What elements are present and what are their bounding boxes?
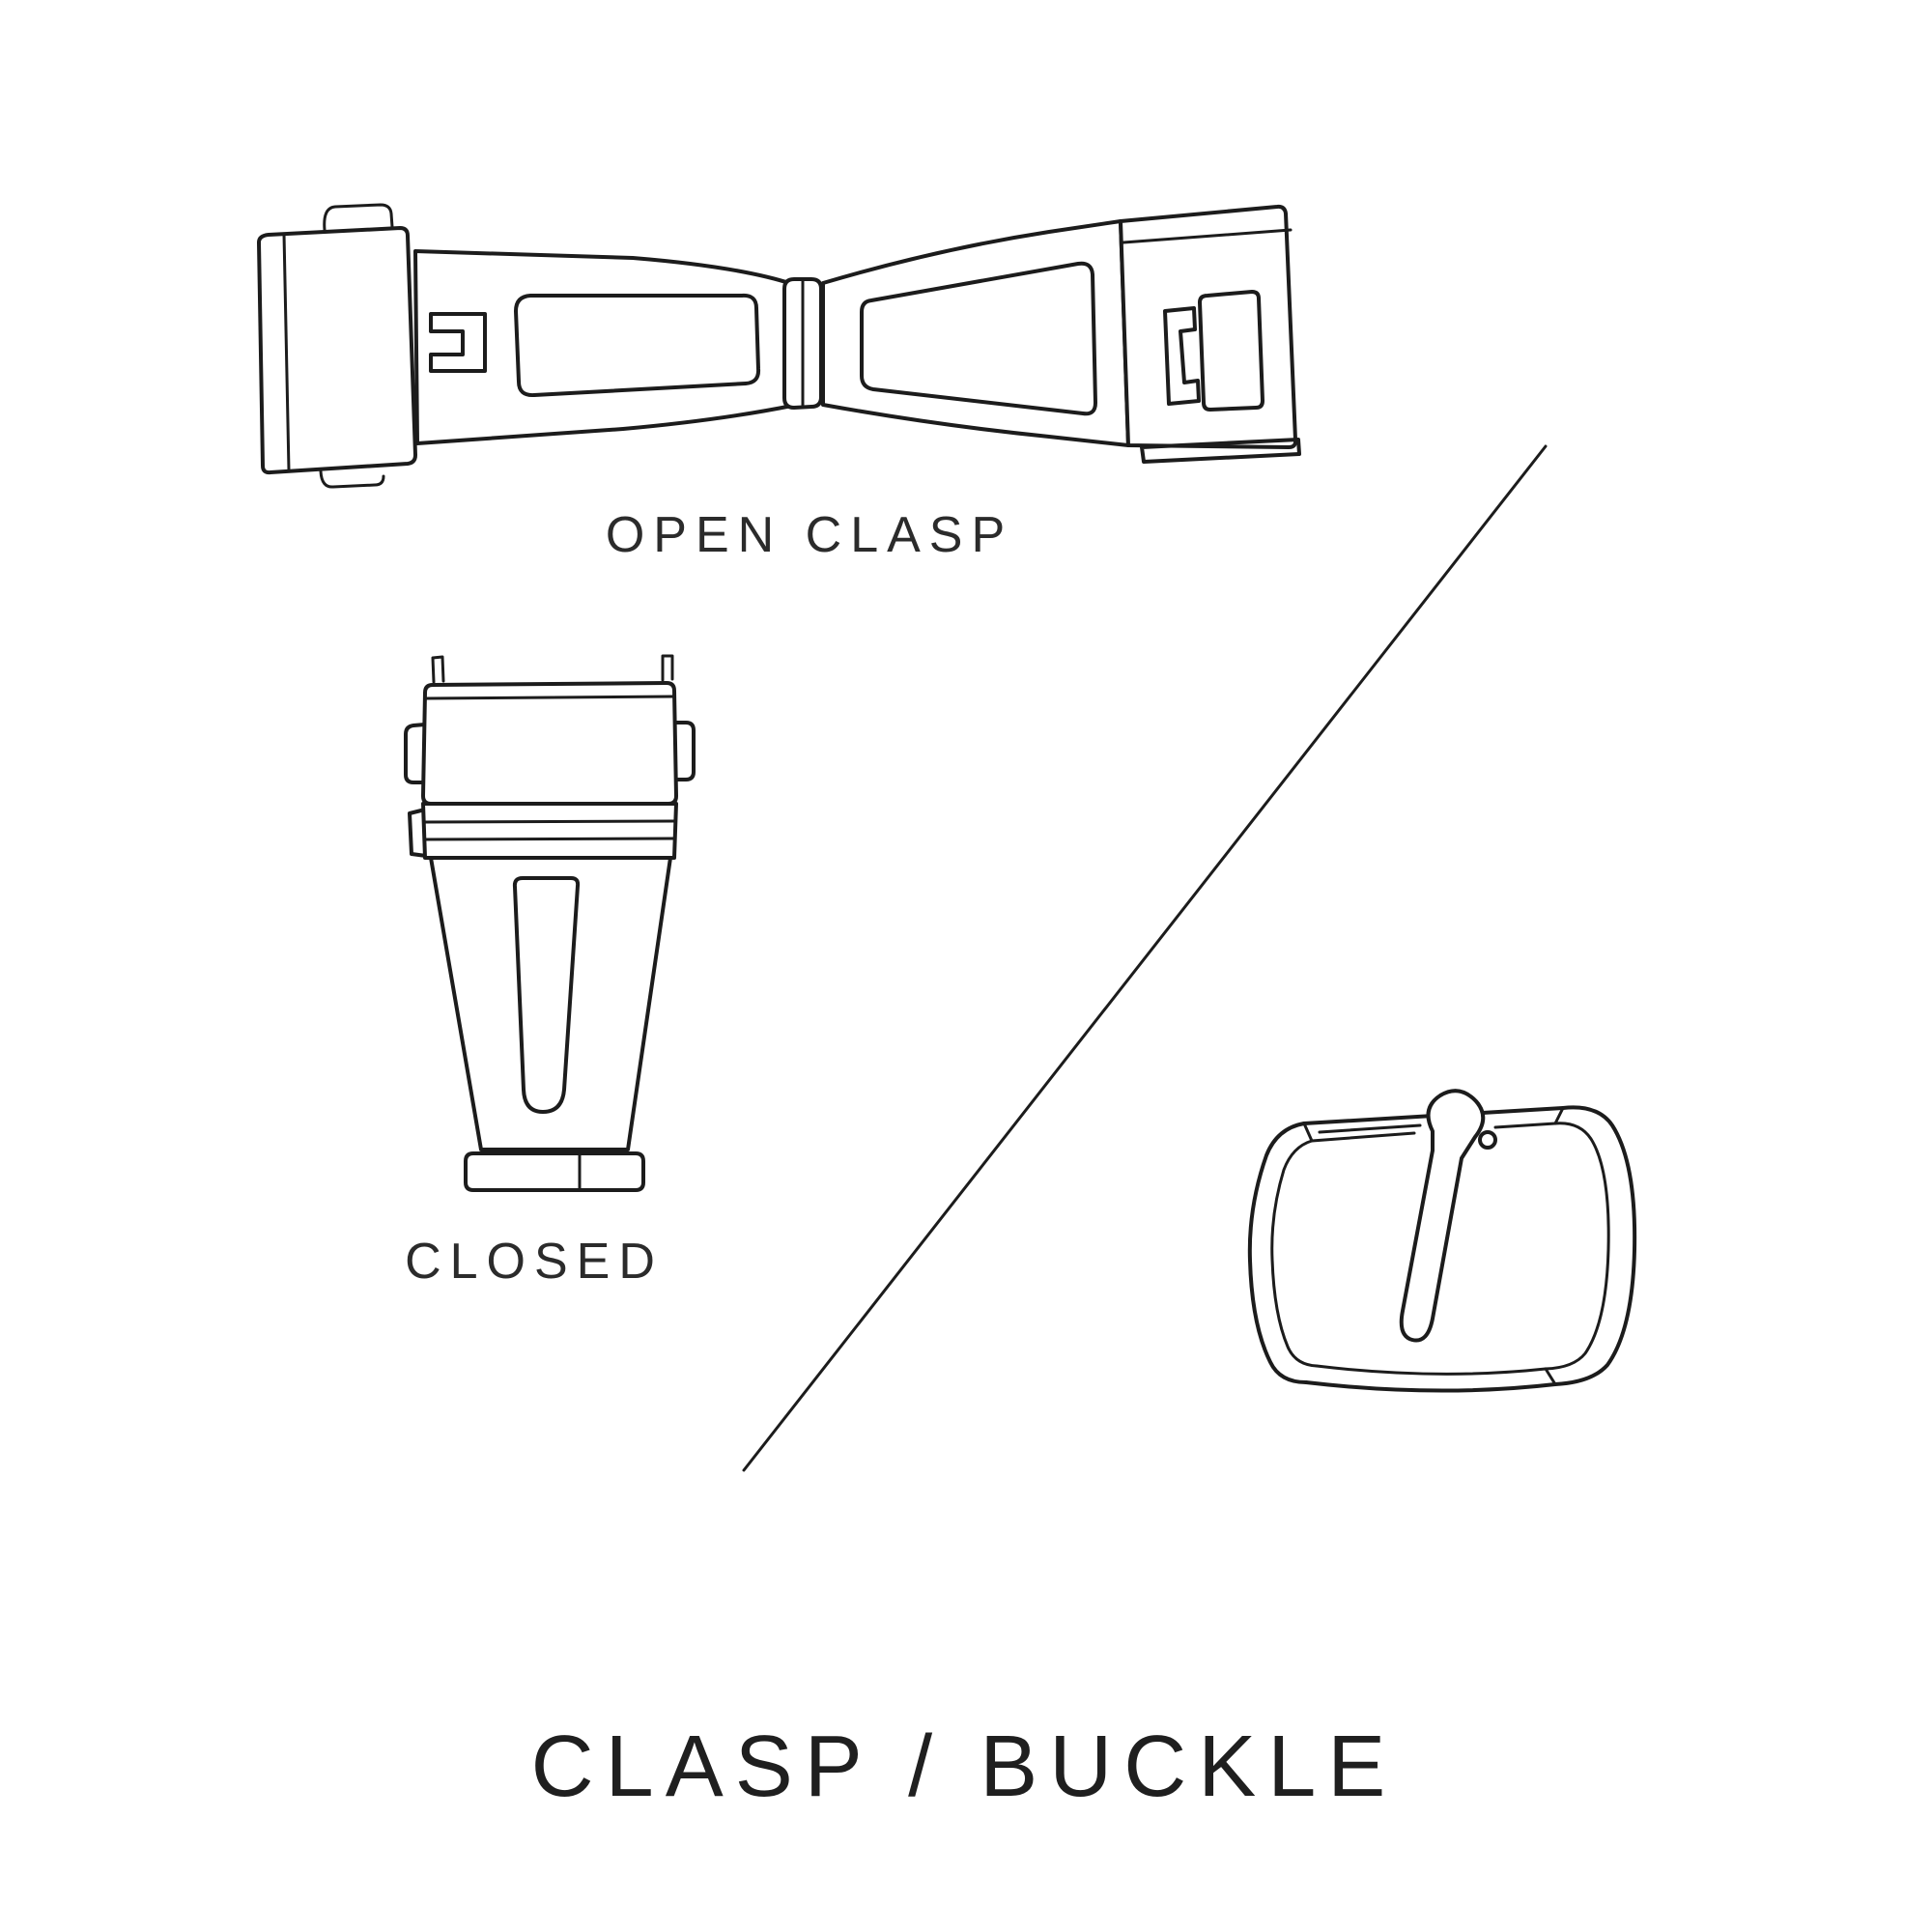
open-clasp-right-lip	[1140, 438, 1301, 464]
open-clasp-left-arm	[413, 249, 794, 445]
open-clasp-left-block	[257, 226, 417, 475]
buckle-tang	[1399, 1089, 1486, 1343]
buckle-pin-ring	[1478, 1130, 1497, 1150]
buckle-right-band	[1553, 1105, 1637, 1386]
open-clasp-drawing	[257, 203, 1301, 489]
closed-clasp-right-ear	[672, 721, 696, 781]
open-clasp-left-cutout	[514, 293, 761, 398]
open-clasp-left-hook	[429, 312, 487, 373]
closed-clasp-label: CLOSED	[405, 1234, 664, 1290]
open-clasp-right-hook	[1163, 306, 1201, 406]
buckle-left-side	[1247, 1122, 1308, 1384]
closed-clasp-drawing	[404, 654, 696, 1192]
buckle-bottom-bar	[1304, 1380, 1557, 1393]
closed-clasp-slot	[512, 876, 581, 1114]
open-clasp-right-cutout	[860, 261, 1097, 416]
open-clasp-label: OPEN CLASP	[605, 507, 1014, 563]
open-clasp-right-hole	[1198, 290, 1264, 412]
divider-line	[742, 444, 1548, 1472]
closed-clasp-body	[429, 856, 672, 1151]
buckle-drawing	[1247, 1089, 1637, 1393]
closed-clasp-left-ear	[404, 723, 427, 784]
page-title: CLASP / BUCKLE	[530, 1719, 1398, 1815]
closed-clasp-band	[421, 802, 678, 860]
closed-clasp-top-box	[421, 681, 678, 806]
closed-clasp-bottom-bar	[464, 1151, 645, 1192]
closed-clasp-left-tab	[408, 808, 428, 858]
